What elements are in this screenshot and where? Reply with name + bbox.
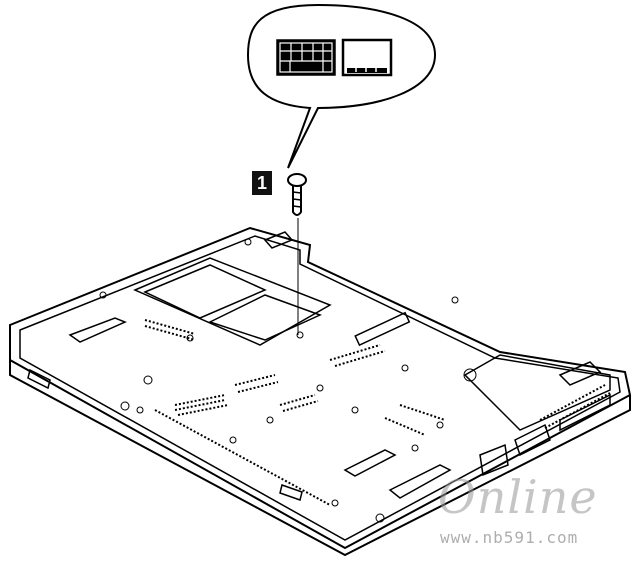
keyboard-icon	[276, 39, 336, 76]
watermark-brand: Online	[438, 470, 598, 524]
palmrest-icon	[341, 38, 393, 77]
screw-icon	[287, 173, 307, 335]
laptop-bottom	[9, 226, 632, 557]
watermark-url: www.nb591.com	[440, 528, 579, 547]
callout-bubble	[246, 3, 437, 169]
step-number-badge: 1	[252, 171, 272, 195]
